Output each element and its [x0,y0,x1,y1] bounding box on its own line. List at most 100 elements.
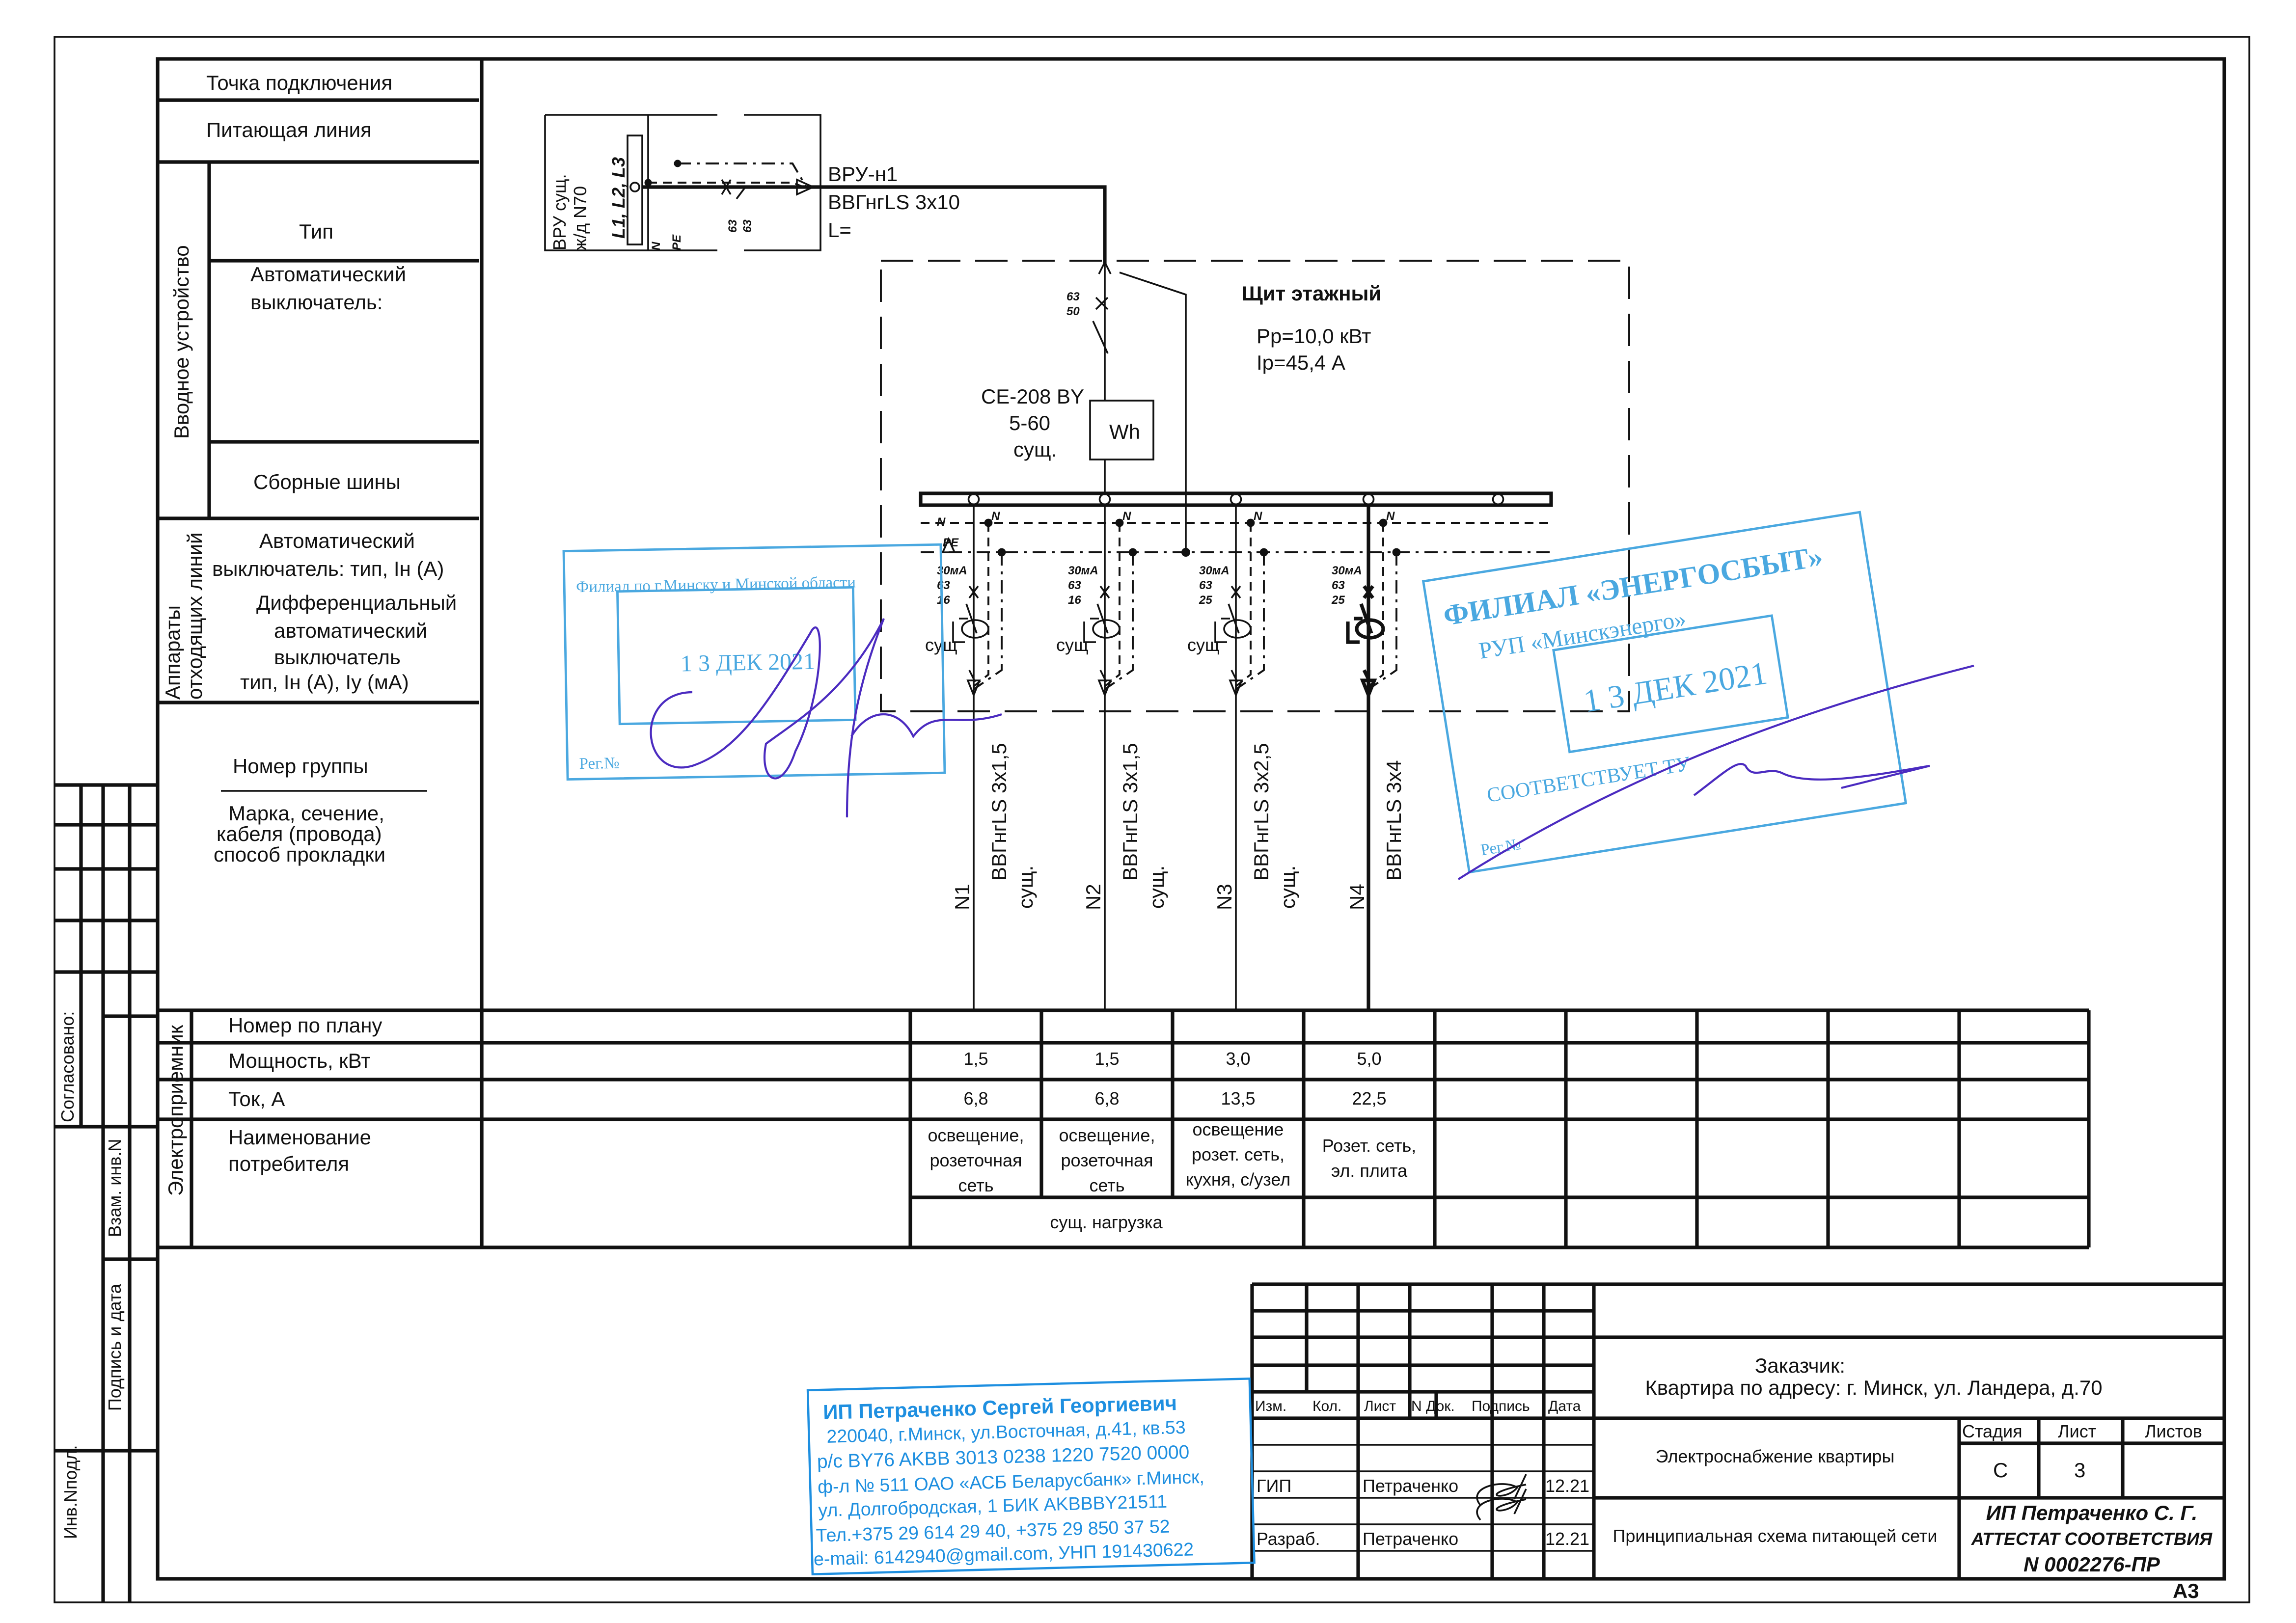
signature-energosbyt [1457,664,1974,880]
laying-method: сущ. [1145,866,1168,909]
drawing-frame [156,57,2226,1581]
meter-status: сущ. [1013,438,1057,461]
consumer-name: сеть [1089,1175,1124,1195]
feeder-name: ВРУ-н1 [828,162,898,186]
org-cert: АТТЕСТАТ СООТВЕТСТВИЯ [1971,1529,2213,1549]
svg-text:1 3 ДЕК 2021: 1 3 ДЕК 2021 [681,649,816,677]
stage-value: С [1993,1459,2008,1482]
main-breaker-frame: 63 [1066,290,1080,303]
phases-label: L1, L2, L3 [608,157,629,239]
breaker-rating: 16 [937,594,950,607]
breaker-rcd: 30мА [1068,564,1098,577]
breaker-rcd: 30мА [1199,564,1230,577]
vru-label-1: ВРУ сущ. [549,174,570,250]
group-number: N1 [951,884,974,910]
n-label: N [1386,510,1395,523]
status-label: сущ [1187,635,1220,655]
bus-terminal [1230,493,1242,506]
replaced-inv-label: Взам. инв.N [105,1139,125,1237]
rcbo-label-1: Дифференциальный [256,591,457,614]
breaker-frame: 63 [1199,579,1212,592]
out-breaker-label-1: Автоматический [259,529,415,552]
signature-gip [1476,1474,1527,1506]
left-header-column: Точка подключения Питающая линия Вводное… [157,59,484,1247]
consumer-name: кухня, с/узел [1186,1169,1290,1190]
rcbo-symbol [1083,585,1112,698]
breaker-rating: 16 [1068,594,1081,607]
vru-label-2: ж/д N70 [570,186,590,250]
title-block-header: Кол. [1312,1398,1341,1414]
rcbo-symbol [1346,585,1377,700]
breaker-label-1: Автоматический [250,263,406,286]
signature-developer [1476,1488,1527,1521]
feeder-length: L= [828,218,851,242]
cable-label-3: способ прокладки [214,843,385,866]
sign-date-label: Подпись и дата [105,1283,125,1411]
pe-conductor [1367,552,1397,690]
svg-text:СООТВЕТСТВУЕТ ТУ: СООТВЕТСТВУЕТ ТУ [1485,753,1692,807]
current-value: 6,8 [963,1088,988,1109]
rcd-sensor [1355,618,1385,640]
panel-title: Щит этажный [1242,282,1381,305]
cable-label-2: кабеля (провода) [217,822,382,845]
project-title: Электроснабжение квартиры [1656,1446,1895,1466]
n-conductor [1367,523,1384,687]
power-value: 5,0 [1357,1049,1381,1069]
svg-text:Филиал по г.Минску и Минской о: Филиал по г.Минску и Минской области [576,573,856,596]
n-label: N [991,510,1000,523]
customer-label: Заказчик: [1755,1354,1845,1377]
cable-mark: ВВГнгLS 3x1,5 [987,743,1011,881]
consumer-label-2: потребителя [228,1152,349,1175]
sheet-label: Лист [2058,1421,2096,1441]
plan-number-label: Номер по плану [228,1014,382,1037]
role-gip: ГИП [1257,1476,1291,1496]
svg-text:Рег.№: Рег.№ [579,755,620,773]
rcbo-symbol [952,585,981,698]
side-approval-stamp: Согласовано: Взам. инв.N Подпись и дата … [54,783,158,1602]
current-value: 22,5 [1352,1088,1386,1109]
role-developer: Разраб. [1257,1529,1320,1549]
power-value: 1,5 [1094,1049,1119,1069]
consumer-name: розеточная [1061,1150,1153,1170]
input-breaker-rating-1: 63 [726,219,739,233]
current-value: 6,8 [1094,1088,1119,1109]
breaker-rating: 25 [1331,594,1345,607]
gosenergo-stamp: Филиал по г.Минску и Минской области 1 3… [562,543,946,781]
busbar [919,491,1553,507]
current-label: Ток, А [228,1087,285,1110]
rcd-sensor [961,619,989,639]
rcd-sensor [1223,619,1252,639]
cable-mark: ВВГнгLS 3x2,5 [1250,743,1273,881]
meter-range: 5-60 [1009,411,1050,434]
name-developer: Петраченко [1363,1529,1458,1549]
input-device-label: Вводное устройство [170,245,193,439]
pe-conductor [1235,552,1265,690]
input-n-label: N [650,242,663,250]
consumer-name: эл. плита [1331,1161,1408,1181]
sheet-value: 3 [2074,1459,2085,1482]
cable-mark: ВВГнгLS 3x1,5 [1119,743,1142,881]
n-conductor [1104,523,1121,687]
current-value: 13,5 [1221,1088,1255,1109]
group-number: N4 [1345,884,1368,910]
svg-text:1 3 ДЕК 2021: 1 3 ДЕК 2021 [1581,655,1770,719]
bus-pe-label: PE [943,536,959,549]
signature-gosenergo [650,618,1002,818]
title-block-header: Изм. [1255,1398,1286,1414]
title-block-header: Подпись [1472,1398,1530,1414]
group-number: N2 [1082,884,1105,910]
rcbo-label-2: автоматический [274,619,427,642]
bus-n-label: N [937,515,946,529]
consumer-name: сеть [958,1175,993,1195]
group-number: N3 [1213,884,1236,910]
input-breaker-rating-2: 63 [741,219,754,233]
breaker-rating: 25 [1199,594,1212,607]
breaker-label-2: выключатель: [250,291,383,314]
consumer-name: освещение, [928,1125,1024,1145]
consumer-name: освещение, [1059,1125,1155,1145]
input-busbar [627,135,643,245]
